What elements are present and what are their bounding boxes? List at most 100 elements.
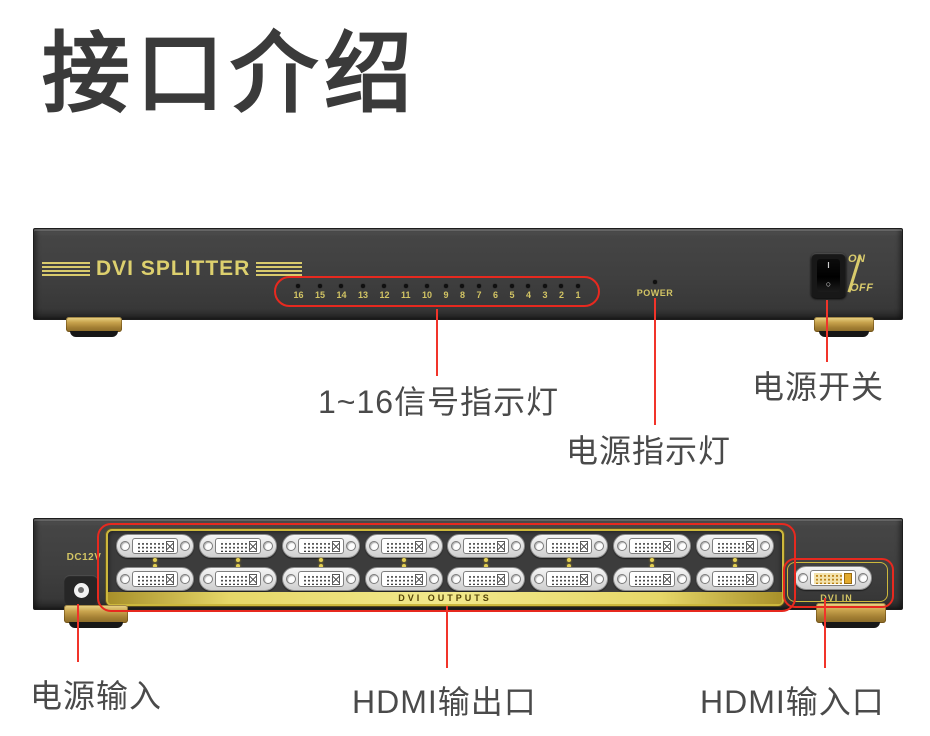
dvi-output-port	[198, 567, 277, 592]
dvi-connector-icon	[297, 571, 344, 588]
dvi-connector-icon	[463, 571, 510, 588]
led-dot-icon	[296, 283, 301, 288]
signal-led: 5	[509, 283, 515, 300]
screw-icon	[759, 574, 770, 585]
dvi-outputs-plate: DVI OUTPUTS	[106, 529, 784, 606]
brand-logo: DVI SPLITTER	[42, 257, 303, 281]
label-input-port: HDMI输入口	[700, 684, 885, 720]
screw-icon	[180, 541, 190, 552]
signal-led: 4	[526, 283, 531, 300]
callout-line-output-ports	[446, 606, 448, 668]
led-dot-icon	[476, 283, 481, 288]
screw-icon	[451, 541, 462, 552]
label-signal-leds: 1~16信号指示灯	[318, 384, 560, 420]
dvi-connector-icon	[546, 538, 593, 555]
dvi-output-port	[198, 534, 277, 559]
dvi-in-gold-frame	[787, 562, 888, 602]
screw-icon	[798, 573, 808, 583]
output-led-pair	[227, 557, 249, 568]
led-dot-icon	[382, 283, 387, 288]
signal-led: 16	[293, 283, 304, 300]
screw-icon	[699, 541, 710, 552]
led-dot-icon	[559, 283, 564, 288]
screw-icon	[511, 574, 522, 585]
signal-led: 12	[379, 283, 390, 300]
dvi-connector-icon	[214, 538, 261, 555]
dvi-in-highlight-box	[783, 558, 894, 608]
screw-icon	[617, 574, 628, 585]
brand-text: DVI SPLITTER	[96, 257, 251, 280]
screw-icon	[285, 574, 296, 585]
rocker-icon: I ○	[817, 259, 840, 292]
dvi-output-port	[364, 567, 443, 592]
dvi-output-port	[530, 534, 609, 559]
dc-jack-icon	[73, 582, 89, 598]
output-led-pair	[475, 557, 497, 568]
led-dot-icon	[403, 283, 408, 288]
screw-icon	[180, 574, 190, 585]
switch-off-label: OFF	[850, 282, 874, 294]
dvi-connector-icon	[132, 571, 178, 588]
rocker-on-mark: I	[827, 261, 830, 270]
screw-icon	[285, 541, 296, 552]
dvi-connector-icon	[810, 570, 856, 586]
back-panel: DC12V DVI OUTPUTS DVI IN	[33, 518, 903, 628]
page-title: 接口介绍	[42, 27, 419, 124]
power-indicator: POWER	[632, 280, 678, 298]
screw-icon	[262, 541, 273, 552]
led-dot-icon	[360, 283, 365, 288]
screw-icon	[428, 574, 439, 585]
signal-led: 1	[575, 283, 581, 300]
screw-icon	[428, 541, 439, 552]
screw-icon	[534, 574, 545, 585]
screw-icon	[594, 541, 605, 552]
screw-icon	[368, 541, 379, 552]
dvi-output-port	[116, 567, 194, 592]
dvi-connector-icon	[132, 538, 178, 555]
dvi-connector-icon	[297, 538, 344, 555]
screw-icon	[120, 574, 130, 585]
output-led-pair	[310, 557, 332, 568]
output-led-pair	[144, 557, 166, 568]
output-led-pair	[558, 557, 580, 568]
signal-led: 13	[358, 283, 368, 300]
screw-icon	[451, 574, 462, 585]
rocker-off-mark: ○	[825, 279, 832, 289]
output-led-pair	[641, 557, 663, 568]
dvi-output-port	[695, 534, 774, 559]
dvi-output-port	[364, 534, 443, 559]
dc12v-label: DC12V	[66, 552, 102, 563]
signal-led: 6	[493, 283, 498, 300]
dvi-connector-icon	[629, 571, 676, 588]
screw-icon	[511, 541, 522, 552]
callout-line-signal-leds	[436, 309, 438, 376]
output-led-row	[116, 557, 774, 568]
dvi-connector-icon	[380, 571, 427, 588]
dvi-output-row-top	[116, 534, 774, 559]
led-dot-icon	[339, 283, 344, 288]
speed-lines-icon	[42, 262, 90, 276]
device-foot	[816, 603, 886, 628]
label-power-input: 电源输入	[30, 678, 163, 714]
led-dot-icon	[493, 283, 498, 288]
dvi-output-port	[447, 567, 526, 592]
screw-icon	[759, 541, 770, 552]
device-foot	[64, 605, 128, 628]
callout-line-input-port	[824, 598, 826, 668]
dvi-in-label: DVI IN	[820, 593, 853, 603]
signal-led: 11	[401, 283, 411, 300]
screw-icon	[120, 541, 130, 552]
dvi-connector-icon	[711, 538, 758, 555]
label-output-ports: HDMI输出口	[352, 684, 537, 720]
dvi-output-port	[447, 534, 526, 559]
speed-lines-icon	[256, 262, 303, 276]
signal-led: 14	[336, 283, 347, 300]
screw-icon	[677, 574, 688, 585]
power-label: POWER	[636, 288, 674, 298]
signal-led: 15	[315, 283, 325, 300]
power-switch: I ○	[811, 253, 846, 298]
screw-icon	[677, 541, 688, 552]
screw-icon	[617, 541, 628, 552]
